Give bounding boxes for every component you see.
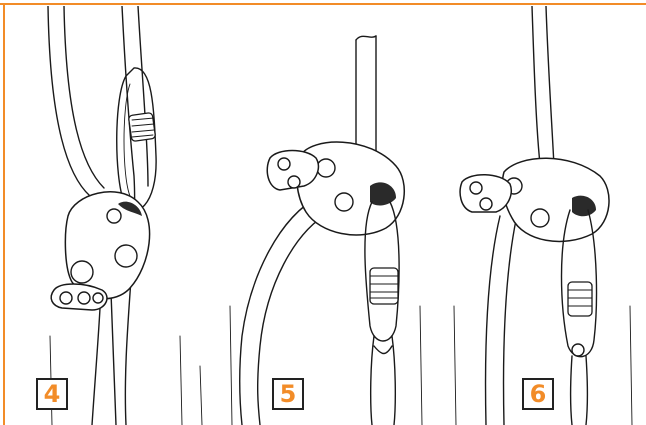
step-number-5: 5 — [272, 378, 304, 410]
panel-6-drawing — [440, 6, 646, 425]
panel-4: 4 — [30, 6, 220, 425]
step-number-4: 4 — [36, 378, 68, 410]
panel-6: 6 — [440, 6, 646, 425]
panel-4-drawing — [30, 6, 220, 425]
frame-left-border — [3, 3, 5, 425]
panel-5: 5 — [220, 6, 440, 425]
frame-top-border — [0, 3, 646, 5]
panel-5-drawing — [220, 6, 440, 425]
step-number-6: 6 — [522, 378, 554, 410]
